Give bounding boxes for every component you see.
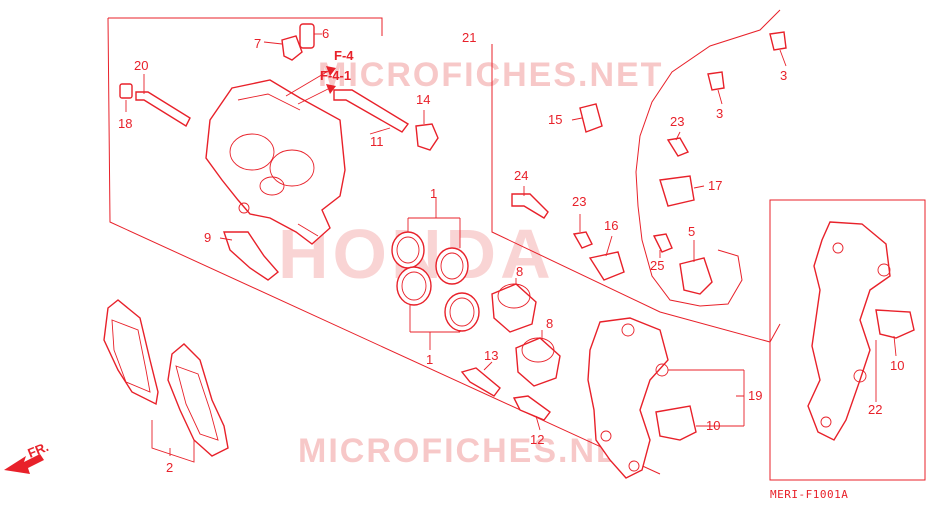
callout-25[interactable]: 25 <box>650 258 664 273</box>
wire-clamp-15[interactable] <box>579 103 603 133</box>
assembly-frame-left <box>107 17 661 475</box>
assembly-frame-right <box>491 44 781 343</box>
callout-8b[interactable]: 8 <box>546 316 553 331</box>
front-direction-label: FR. <box>26 439 51 461</box>
wire-clip-3a[interactable] <box>707 71 725 91</box>
callout-1a[interactable]: 1 <box>430 186 437 201</box>
small-bolt-23b[interactable] <box>666 137 690 157</box>
callout-10a[interactable]: 10 <box>706 418 720 433</box>
callout-6[interactable]: 6 <box>322 26 329 41</box>
wire-clamp-17[interactable] <box>659 175 695 207</box>
pad-retainer-plate[interactable] <box>223 231 280 281</box>
reference-f4-1[interactable]: F-4-1 <box>320 68 351 83</box>
sensor-wire[interactable] <box>635 9 781 307</box>
assembly-frame-top <box>108 17 383 36</box>
callout-23b[interactable]: 23 <box>670 114 684 129</box>
wire-clip-3b[interactable] <box>769 31 787 51</box>
callout-13[interactable]: 13 <box>484 348 498 363</box>
callout-24[interactable]: 24 <box>514 168 528 183</box>
small-bolt-23a[interactable] <box>572 231 593 249</box>
callout-18[interactable]: 18 <box>118 116 132 131</box>
caliper-pin[interactable] <box>333 89 410 133</box>
callout-17[interactable]: 17 <box>708 178 722 193</box>
pad-spring-lower[interactable] <box>655 405 697 441</box>
callout-3a[interactable]: 3 <box>716 106 723 121</box>
callout-23a[interactable]: 23 <box>572 194 586 209</box>
callout-22[interactable]: 22 <box>868 402 882 417</box>
caliper-bracket-alt[interactable] <box>807 221 891 441</box>
bleeder-valve[interactable] <box>299 23 315 49</box>
subassembly-frame <box>769 199 926 481</box>
callout-21[interactable]: 21 <box>462 30 476 45</box>
wire-clamp-16[interactable] <box>588 251 625 281</box>
callout-7[interactable]: 7 <box>254 36 261 51</box>
caliper-body[interactable] <box>205 79 346 245</box>
brake-pad-inner[interactable] <box>167 343 229 457</box>
callout-5[interactable]: 5 <box>688 224 695 239</box>
callout-14[interactable]: 14 <box>416 92 430 107</box>
callout-3b[interactable]: 3 <box>780 68 787 83</box>
reference-f4[interactable]: F-4 <box>334 48 354 63</box>
callout-11[interactable]: 11 <box>370 134 384 149</box>
sensor-bolt[interactable] <box>511 193 549 219</box>
callout-16[interactable]: 16 <box>604 218 618 233</box>
piston-seal-group-lower[interactable] <box>396 266 480 332</box>
pin-boot[interactable] <box>415 123 439 151</box>
callout-19[interactable]: 19 <box>748 388 762 403</box>
leader-lines <box>125 33 897 463</box>
callout-15[interactable]: 15 <box>548 112 562 127</box>
callout-1b[interactable]: 1 <box>426 352 433 367</box>
piston-seal-group-upper[interactable] <box>391 231 469 285</box>
front-direction-arrow-icon <box>4 454 44 474</box>
reference-arrows <box>285 66 336 105</box>
diagram-code: MERI-F1001A <box>770 488 848 501</box>
speed-sensor[interactable] <box>679 257 713 295</box>
caliper-bolt-lower[interactable] <box>512 395 551 421</box>
callout-2[interactable]: 2 <box>166 460 173 475</box>
callout-10b[interactable]: 10 <box>890 358 904 373</box>
brake-pad-outer[interactable] <box>103 299 159 406</box>
watermark-site-top: MICROFICHES.NET <box>318 56 663 94</box>
caliper-bracket[interactable] <box>587 317 669 479</box>
caliper-bolt-upper[interactable] <box>460 367 501 397</box>
small-bolt-25[interactable] <box>652 233 673 253</box>
watermark-site-bottom: MICROFICHES.NET <box>298 432 643 470</box>
callout-9[interactable]: 9 <box>204 230 211 245</box>
bleeder-cap[interactable] <box>281 35 303 61</box>
pad-spring-right[interactable] <box>875 309 915 339</box>
callout-8a[interactable]: 8 <box>516 264 523 279</box>
pad-pin[interactable] <box>119 83 191 127</box>
callout-12[interactable]: 12 <box>530 432 544 447</box>
callout-20[interactable]: 20 <box>134 58 148 73</box>
piston-lower[interactable] <box>515 337 561 387</box>
